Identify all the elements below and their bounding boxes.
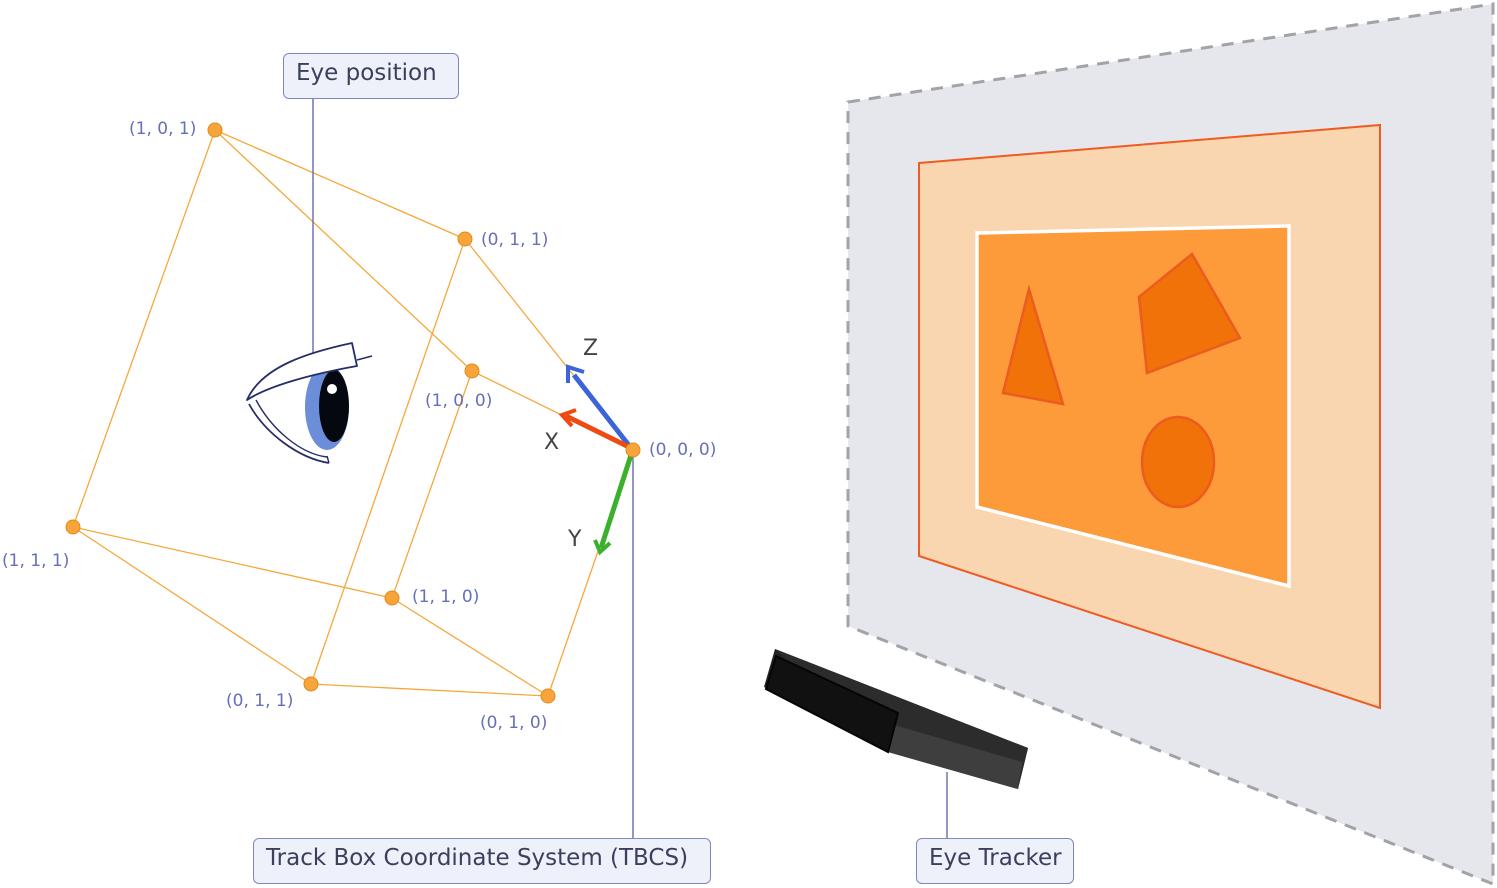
z-axis-label: Z (583, 336, 598, 361)
coord-label-011-bottom: (0, 1, 1) (226, 691, 293, 711)
vertex-110 (384, 590, 400, 606)
eye-icon (246, 342, 373, 464)
coord-label-110: (1, 1, 0) (412, 587, 479, 607)
y-axis-label: Y (567, 527, 582, 552)
y-axis-arrowhead (593, 539, 612, 556)
z-axis-arrow (572, 373, 633, 450)
vertex-000 (625, 442, 641, 458)
eye-position-callout: Eye position (283, 53, 459, 99)
coord-label-101: (1, 0, 1) (129, 119, 196, 139)
eye-tracker-callout: Eye Tracker (916, 838, 1074, 884)
coord-label-010: (0, 1, 0) (480, 713, 547, 733)
eye-tracker-device (764, 649, 1028, 789)
vertex-011-bottom (303, 676, 319, 692)
triangle-shape (1001, 284, 1065, 406)
z-axis-arrowhead (566, 364, 585, 383)
y-axis-arrow (598, 451, 635, 549)
x-axis-arrow (564, 413, 633, 451)
vertex-101 (207, 122, 223, 138)
track-box (72, 129, 634, 697)
tbcs-callout: Track Box Coordinate System (TBCS) (253, 838, 711, 884)
x-axis-label: X (544, 430, 559, 455)
circle-shape (1140, 415, 1216, 509)
vertex-011-top (457, 231, 473, 247)
vertex-100 (464, 363, 480, 379)
coord-label-011-top: (0, 1, 1) (481, 230, 548, 250)
vertex-010 (540, 688, 556, 704)
coord-label-111: (1, 1, 1) (2, 551, 69, 571)
coord-label-000: (0, 0, 0) (649, 440, 716, 460)
pentagon-shape (1137, 252, 1242, 375)
vertex-111 (65, 519, 81, 535)
coord-label-100: (1, 0, 0) (425, 391, 492, 411)
x-axis-arrowhead (558, 408, 577, 428)
vertices (65, 122, 641, 704)
